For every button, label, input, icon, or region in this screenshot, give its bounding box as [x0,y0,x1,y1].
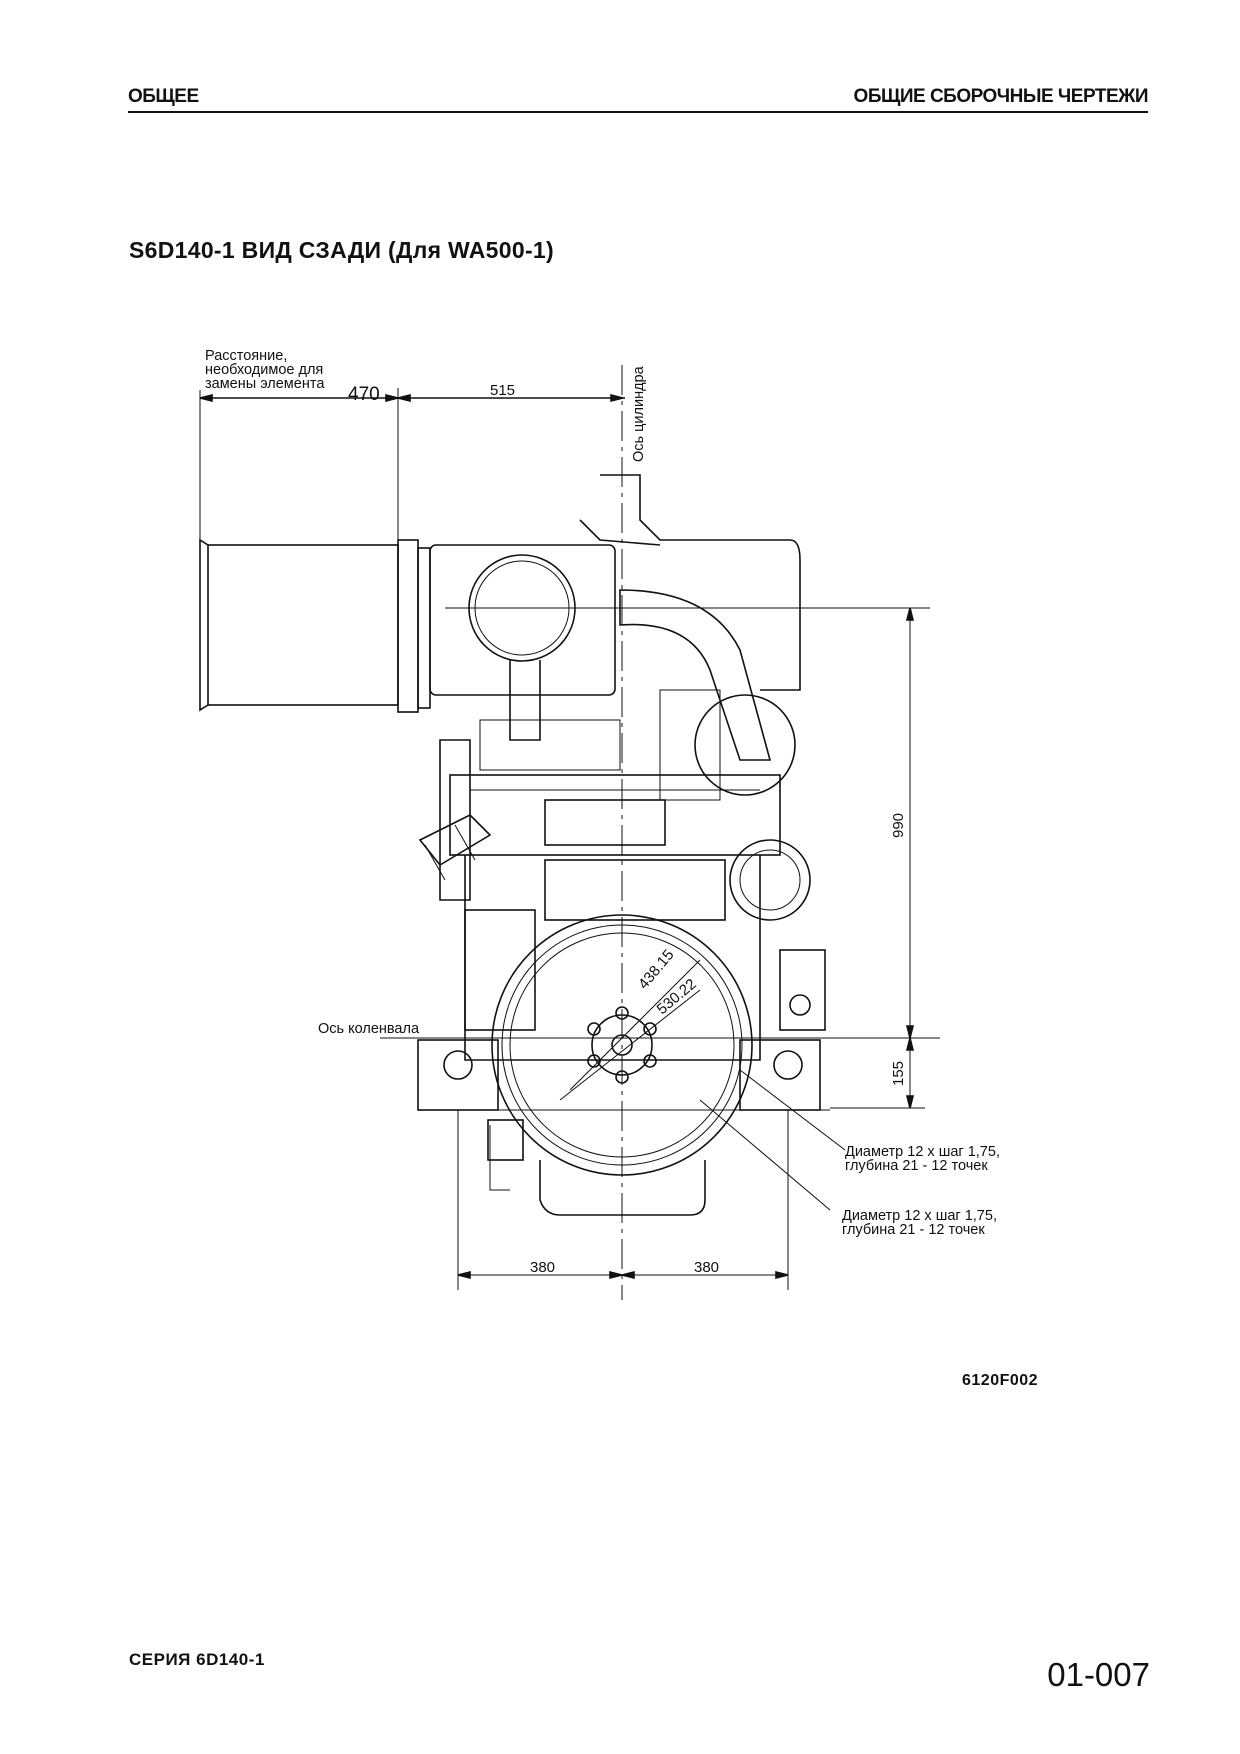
dimension-438-15: 438.15 [635,946,678,992]
dimension-470: 470 [348,384,380,405]
header-section-label: ОБЩЕЕ [128,86,199,107]
clearance-label-line-3: замены элемента [205,376,325,392]
hole-note-1-line-2: глубина 21 - 12 точек [845,1158,988,1174]
dimension-515: 515 [490,382,515,399]
crankshaft-axis-label: Ось коленвала [318,1021,420,1037]
cylinder-axis-label: Ось цилиндра [631,365,647,462]
hole-note-2-line-1: Диаметр 12 х шаг 1,75, [842,1208,997,1224]
page-number: 01-007 [1047,1656,1150,1693]
page-title: S6D140-1 ВИД СЗАДИ (Для WA500-1) [129,237,554,263]
header-chapter-label: ОБЩИЕ СБОРОЧНЫЕ ЧЕРТЕЖИ [853,86,1149,107]
header-rule [128,111,1148,113]
dimension-155: 155 [890,1061,907,1086]
clearance-label-line-2: необходимое для [205,362,323,378]
footer-series: СЕРИЯ 6D140-1 [129,1650,265,1669]
clearance-label-line-1: Расстояние, [205,348,287,364]
figure-code: 6120F002 [962,1372,1039,1389]
hole-note-2-line-2: глубина 21 - 12 точек [842,1222,985,1238]
dimension-530-22: 530.22 [654,976,700,1019]
hole-note-1-line-1: Диаметр 12 х шаг 1,75, [845,1144,1000,1160]
dimension-380-left: 380 [530,1259,555,1276]
dimension-380-right: 380 [694,1259,719,1276]
dimension-990: 990 [890,813,907,838]
